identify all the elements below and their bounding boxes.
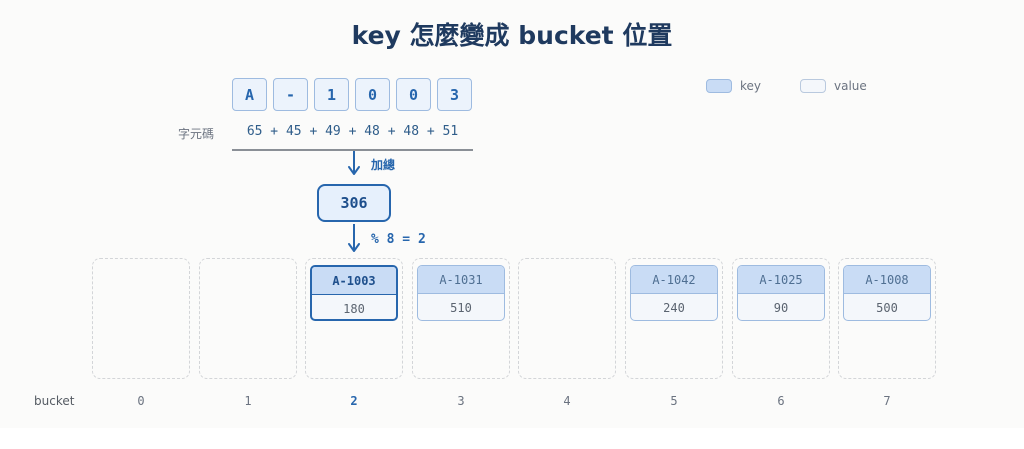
bucket-entry: A-1042 240 [630,265,718,321]
entry-key: A-1031 [418,266,504,294]
bucket-index: 5 [670,394,678,408]
char-code-label: 字元碼 [178,127,215,141]
entry-value: 510 [450,300,472,315]
bucket-slot [412,258,510,379]
bucket-axis-label: bucket [34,394,75,408]
legend-key-label: key [740,79,762,93]
bucket-slot [625,258,723,379]
page-title: key 怎麼變成 bucket 位置 [351,21,673,50]
bucket-index: 3 [457,394,465,408]
bucket-slot [518,258,616,379]
entry-key: A-1025 [738,266,824,294]
key-char-box: A [232,78,267,111]
bucket-index: 7 [883,394,891,408]
entry-value: 240 [663,300,685,315]
bucket-slot [838,258,936,379]
bucket-slot [305,258,403,379]
key-char-box: 0 [396,78,431,111]
legend-value-label: value [834,79,867,93]
sum-line [232,149,473,151]
entry-value: 500 [876,300,898,315]
entry-key: A-1008 [844,266,930,294]
key-char-box: 1 [314,78,349,111]
bucket-slot [199,258,297,379]
legend-value: value [800,79,867,93]
bucket-slot [732,258,830,379]
bucket-index: 0 [137,394,145,408]
bucket-entry: A-1008 500 [843,265,931,321]
key-char-box: 0 [355,78,390,111]
modulo-arrow-icon [348,224,360,252]
bucket-slot [92,258,190,379]
bucket-index: 6 [777,394,785,408]
sum-value-box: 306 [317,184,391,222]
entry-value: 180 [343,301,365,316]
legend-key-swatch [706,79,732,93]
sum-label: 加總 [371,158,396,172]
char-code-sum-expression: 65 + 45 + 49 + 48 + 48 + 51 [246,124,459,139]
key-char-box: 3 [437,78,472,111]
sum-arrow-icon [348,151,360,175]
legend-value-swatch [800,79,826,93]
entry-key: A-1042 [631,266,717,294]
modulo-label: % 8 = 2 [371,232,426,247]
legend-key: key [706,79,761,93]
bucket-entry: A-1031 510 [417,265,505,321]
entry-key: A-1003 [312,267,396,295]
key-char-box: - [273,78,308,111]
entry-value: 90 [773,300,789,315]
bucket-entry-target: A-1003 180 [310,265,398,321]
bucket-entry: A-1025 90 [737,265,825,321]
bucket-index: 4 [563,394,571,408]
bucket-index: 2 [350,394,358,408]
bucket-index: 1 [244,394,252,408]
